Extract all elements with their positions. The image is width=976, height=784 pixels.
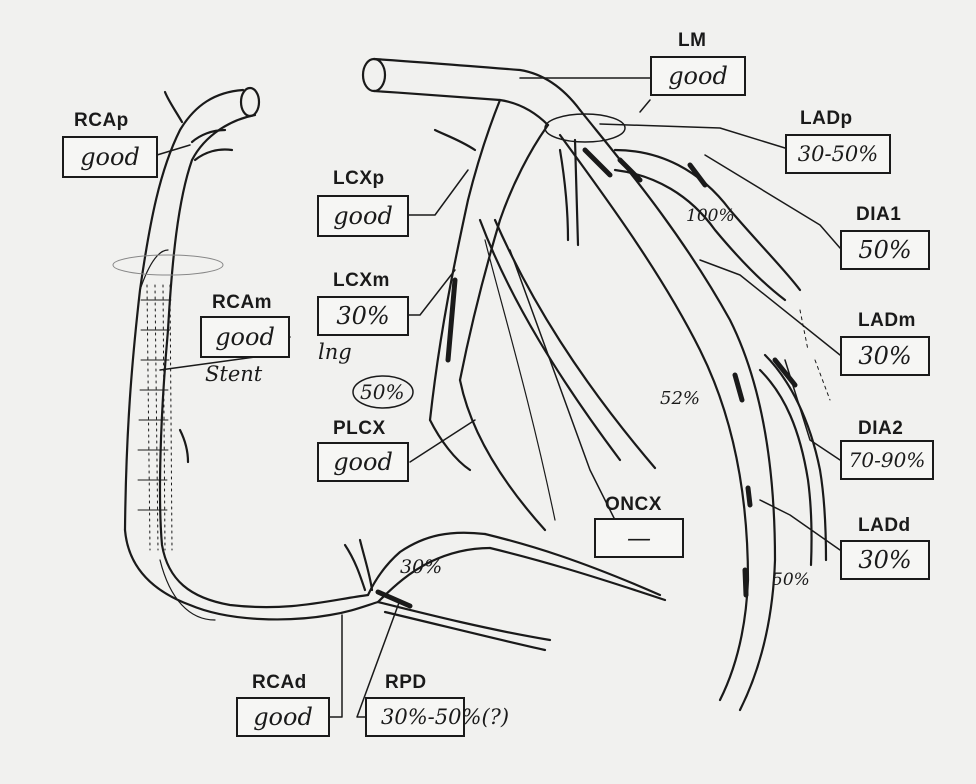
oncx-result-box: —: [594, 518, 684, 558]
leader-lines: [156, 77, 841, 718]
rcad-result: good: [253, 703, 313, 731]
left-coronary-vessels: [361, 57, 831, 712]
rca-vessel: [123, 86, 380, 621]
lad-52-annotation: 52%: [660, 388, 701, 409]
lad-100-annotation: 100%: [686, 206, 735, 226]
dia1-result-box: 50%: [840, 230, 930, 270]
lcx-lesion-circle: [352, 375, 414, 409]
ladm-result: 30%: [858, 342, 912, 370]
dia2-result: 70-90%: [848, 448, 926, 472]
lcxp-result: good: [333, 202, 393, 230]
rcap-result: good: [80, 143, 140, 171]
rcam-result: good: [215, 323, 275, 351]
rpd-result: 30%-50%(?): [381, 705, 510, 729]
lm-result: good: [668, 62, 728, 90]
lcxp-result-box: good: [317, 195, 409, 237]
ladd-label: LADd: [858, 515, 911, 536]
ladd-result-box: 30%: [840, 540, 930, 580]
rca-ostium-circle: [112, 254, 224, 276]
plcx-result-box: good: [317, 442, 409, 482]
rcad-label: RCAd: [252, 672, 307, 693]
lcxm-result-box: 30%: [317, 296, 409, 336]
rcad-rpd-vessels: [343, 531, 667, 652]
oncx-label: ONCX: [605, 494, 662, 515]
rcap-label: RCAp: [74, 110, 129, 131]
ladd-50-annotation: 50%: [772, 570, 810, 590]
ladd-result: 30%: [858, 546, 912, 574]
lm-result-box: good: [650, 56, 746, 96]
rcap-result-box: good: [62, 136, 158, 178]
ladp-label: LADp: [800, 108, 853, 129]
dia1-label: DIA1: [856, 204, 902, 225]
dia2-label: DIA2: [858, 418, 904, 439]
rcad-result-box: good: [236, 697, 330, 737]
lcxm-note: lng: [318, 340, 352, 364]
rpd-30-annotation: 30%: [400, 556, 443, 578]
rpd-result-box: 30%-50%(?): [365, 697, 509, 737]
dia1-result: 50%: [858, 236, 912, 264]
ladp-result: 30-50%: [797, 142, 879, 166]
rpd-label: RPD: [385, 672, 427, 693]
ladm-label: LADm: [858, 310, 916, 331]
lcxm-label: LCXm: [333, 270, 390, 291]
rcam-label: RCAm: [212, 292, 273, 313]
lm-label: LM: [678, 30, 707, 51]
dia2-result-box: 70-90%: [840, 440, 934, 480]
lm-bifurcation-circle: [544, 113, 626, 143]
ladp-result-box: 30-50%: [785, 134, 891, 174]
rcam-result-box: good: [200, 316, 290, 358]
lcx-50-annotation: 50%: [360, 380, 405, 404]
lcxp-label: LCXp: [333, 168, 385, 189]
lcxm-result: 30%: [336, 302, 390, 330]
rcam-note: Stent: [205, 362, 263, 386]
plcx-result: good: [333, 448, 393, 476]
ladm-result-box: 30%: [840, 336, 930, 376]
plcx-label: PLCX: [333, 418, 386, 439]
oncx-result: —: [627, 524, 651, 552]
